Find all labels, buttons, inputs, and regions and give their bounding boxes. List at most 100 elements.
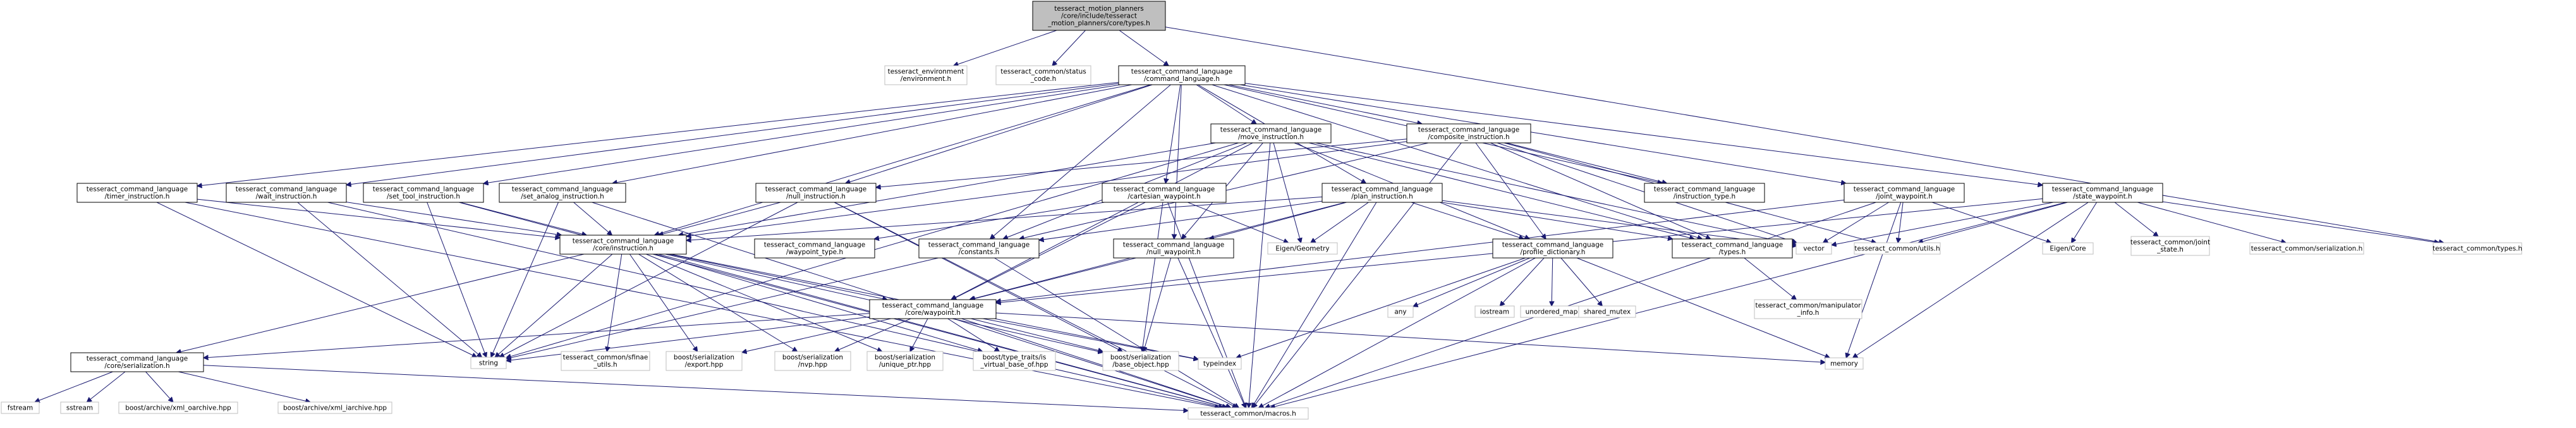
edge-wait-to-coreinstr xyxy=(346,202,562,235)
node-cltypes[interactable]: tesseract_command_language/types.h xyxy=(1672,238,1793,259)
edge-cartesian-to-wptype xyxy=(874,202,1105,239)
edge-joint-to-cutils xyxy=(1898,202,1904,243)
node-box-eicore xyxy=(2042,242,2094,255)
node-box-move xyxy=(1210,123,1332,144)
node-nullwp[interactable]: tesseract_command_language/null_waypoint… xyxy=(1113,238,1234,259)
node-label-setanalog: /set_analog_instruction.h xyxy=(521,193,604,200)
node-label-insttype: /instruction_type.h xyxy=(1674,193,1735,200)
edge-state-to-cser xyxy=(2137,202,2286,243)
edge-cartesian-to-corewp xyxy=(952,202,1146,300)
node-label-coreinstr: tesseract_command_language xyxy=(573,238,674,245)
node-box-state xyxy=(2042,183,2163,203)
node-label-timer: tesseract_command_language xyxy=(87,186,188,193)
edge-cmdlang-to-composite xyxy=(1228,84,1422,124)
node-plan[interactable]: tesseract_command_language/plan_instruct… xyxy=(1321,183,1443,203)
node-setanalog[interactable]: tesseract_command_language/set_analog_in… xyxy=(499,183,626,203)
edge-wait-to-macros xyxy=(327,202,1223,408)
node-composite[interactable]: tesseract_command_language/composite_ins… xyxy=(1406,123,1531,144)
node-label-nullwp: tesseract_command_language xyxy=(1123,242,1224,249)
edge-corewp-to-bnvp xyxy=(835,318,911,352)
node-label-setanalog: tesseract_command_language xyxy=(512,186,613,193)
node-label-cltypes: tesseract_command_language xyxy=(1682,242,1783,249)
edge-move-to-macros xyxy=(1249,142,1271,408)
node-constants[interactable]: tesseract_command_language/constants.h xyxy=(918,238,1040,259)
edge-corewp-to-coreser xyxy=(204,313,870,358)
edge-constants-to-macros xyxy=(994,257,1239,408)
node-box-btraits xyxy=(973,351,1056,371)
node-box-memory xyxy=(1825,357,1864,370)
node-label-timer: /timer_instruction.h xyxy=(105,193,170,200)
node-cutils: tesseract_common/utils.h xyxy=(1854,242,1941,255)
node-box-xmli xyxy=(277,401,392,414)
node-box-cltypes xyxy=(1672,238,1793,259)
node-box-corewp xyxy=(869,299,997,319)
node-xmlo: boost/archive/xml_oarchive.hpp xyxy=(118,401,238,414)
edge-composite-to-insttype xyxy=(1506,142,1667,183)
node-label-eigeo: Eigen/Geometry xyxy=(1275,245,1329,252)
node-label-root: /core/include/tesseract xyxy=(1061,12,1137,20)
edge-nullinstr-to-string xyxy=(499,202,798,357)
edge-profdict-to-smutex xyxy=(1560,257,1602,306)
node-nullinstr[interactable]: tesseract_command_language/null_instruct… xyxy=(755,183,877,203)
node-label-sfinae: tesseract_common/sfinae xyxy=(563,354,648,362)
edge-cartesian-to-bbase xyxy=(1142,202,1163,352)
edge-coreinstr-to-buniq xyxy=(646,254,882,352)
edge-corewp-to-buniq xyxy=(910,318,928,352)
edge-cltypes-to-manip xyxy=(1744,257,1797,300)
edge-settool-to-coreinstr xyxy=(459,202,586,235)
edge-plan-to-profdict xyxy=(1411,202,1524,239)
node-box-vector xyxy=(1795,242,1832,255)
edge-plan-to-constants xyxy=(1039,200,1323,240)
node-corewp[interactable]: tesseract_command_language/core/waypoint… xyxy=(869,299,997,319)
node-box-plan xyxy=(1321,183,1443,203)
edge-coreinstr-to-btraits xyxy=(655,254,983,352)
node-label-insttype: tesseract_command_language xyxy=(1654,186,1755,193)
edge-profdict-to-typeindex xyxy=(1236,257,1526,358)
edge-settool-to-string xyxy=(427,202,487,357)
node-coreinstr[interactable]: tesseract_command_language/core/instruct… xyxy=(559,235,687,255)
node-timer[interactable]: tesseract_command_language/timer_instruc… xyxy=(76,183,198,203)
node-box-sstream xyxy=(60,401,99,414)
node-label-joint: tesseract_command_language xyxy=(1854,186,1955,193)
node-macros: tesseract_common/macros.h xyxy=(1188,407,1309,420)
node-insttype[interactable]: tesseract_command_language/instruction_t… xyxy=(1644,183,1765,203)
node-wptype[interactable]: tesseract_command_language/waypoint_type… xyxy=(754,238,875,259)
node-cmdlang[interactable]: tesseract_command_language/command_langu… xyxy=(1118,65,1246,85)
node-label-plan: tesseract_command_language xyxy=(1332,186,1433,193)
node-label-cutils: tesseract_common/utils.h xyxy=(1854,245,1940,252)
node-label-state: tesseract_command_language xyxy=(2052,186,2153,193)
edge-corewp-to-bbase xyxy=(971,318,1103,352)
edge-cmdlang-to-state xyxy=(1244,83,2043,185)
node-label-state: /state_waypoint.h xyxy=(2073,193,2132,200)
edge-cmdlang-to-nullinstr xyxy=(846,84,1153,183)
edge-cmdlang-to-wait xyxy=(346,83,1119,185)
edge-cartesian-to-eigeo xyxy=(1188,202,1288,243)
node-box-insttype xyxy=(1644,183,1765,203)
node-joint[interactable]: tesseract_command_language/joint_waypoin… xyxy=(1844,183,1965,203)
node-label-xmlo: boost/archive/xml_oarchive.hpp xyxy=(125,404,231,412)
edge-corewp-to-btraits xyxy=(947,318,1000,352)
edge-cartesian-to-macros xyxy=(1167,202,1246,408)
node-wait[interactable]: tesseract_command_language/wait_instruct… xyxy=(226,183,347,203)
node-settool[interactable]: tesseract_command_language/set_tool_inst… xyxy=(363,183,484,203)
node-eicore: Eigen/Core xyxy=(2042,242,2094,255)
node-profdict[interactable]: tesseract_command_language/profile_dicti… xyxy=(1492,238,1613,259)
edge-coreinstr-to-corewp xyxy=(668,254,887,300)
node-move[interactable]: tesseract_command_language/move_instruct… xyxy=(1210,123,1332,144)
node-label-jstate: _state.h xyxy=(2156,246,2184,254)
node-coreser[interactable]: tesseract_command_language/core/serializ… xyxy=(70,352,204,372)
edge-composite-to-macros xyxy=(1253,142,1462,408)
edge-coreinstr-to-bnvp xyxy=(638,254,798,352)
node-label-sfinae: _utils.h xyxy=(593,361,617,369)
node-box-cser xyxy=(2249,242,2364,255)
node-box-ctypes xyxy=(2433,242,2522,255)
node-box-eigeo xyxy=(1267,242,1338,255)
node-smutex: shared_mutex xyxy=(1578,305,1636,318)
node-cartesian[interactable]: tesseract_command_language/cartesian_way… xyxy=(1102,183,1227,203)
node-box-buniq xyxy=(866,351,944,371)
node-label-plan: /plan_instruction.h xyxy=(1351,193,1413,200)
node-state[interactable]: tesseract_command_language/state_waypoin… xyxy=(2042,183,2163,203)
node-label-joint: /joint_waypoint.h xyxy=(1876,193,1933,200)
edge-profdict-to-memory xyxy=(1576,257,1830,358)
